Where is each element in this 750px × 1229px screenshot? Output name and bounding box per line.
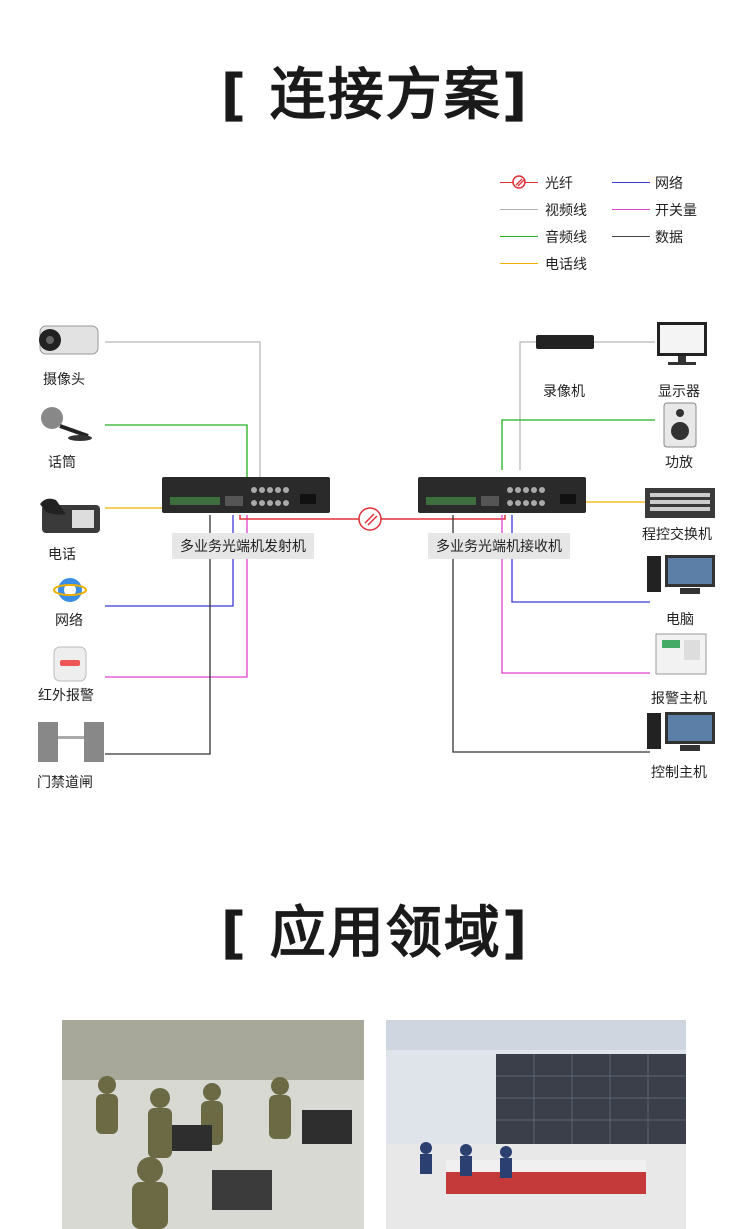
label-speaker: 功放 [665, 455, 693, 471]
label-control-host: 控制主机 [651, 765, 707, 781]
ie-icon [53, 578, 87, 602]
application-title: [ 应用领域] [220, 901, 530, 966]
receiver-device [418, 477, 586, 513]
infrared-alarm-icon [53, 646, 87, 682]
alarm-host-icon [655, 633, 707, 675]
label-microphone: 话筒 [48, 455, 76, 471]
label-network: 网络 [55, 613, 83, 629]
label-telephone: 电话 [48, 547, 76, 563]
recorder-icon [536, 335, 594, 349]
military-command-photo [62, 1020, 364, 1229]
legend-data-line [612, 236, 650, 237]
transmitter-label: 多业务光端机发射机 [172, 533, 314, 559]
label-computer: 电脑 [666, 612, 694, 628]
legend-audio-line [500, 236, 538, 237]
legend-label-switch: 开关量 [655, 203, 697, 219]
transmitter-device [162, 477, 330, 513]
legend-label-video: 视频线 [545, 203, 587, 219]
computer-icon [647, 555, 715, 594]
control-center-photo [386, 1020, 686, 1229]
legend-phone-line [500, 263, 538, 264]
label-infrared-alarm: 红外报警 [38, 688, 94, 704]
legend-label-audio: 音频线 [545, 230, 587, 246]
legend-label-network: 网络 [655, 176, 683, 192]
legend-label-fiber: 光纤 [545, 176, 573, 192]
legend-switch-line [612, 209, 650, 210]
label-camera: 摄像头 [43, 372, 85, 388]
camera-icon [39, 325, 99, 355]
label-monitor: 显示器 [658, 384, 700, 400]
receiver-label: 多业务光端机接收机 [428, 533, 570, 559]
legend-label-phone: 电话线 [545, 257, 587, 273]
microphone-icon [41, 407, 92, 441]
connection-title: [ 连接方案] [220, 63, 530, 128]
telephone-icon [40, 498, 100, 533]
legend-label-data: 数据 [655, 230, 683, 246]
legend-network-line [612, 182, 650, 183]
label-switchboard: 程控交换机 [642, 527, 712, 543]
label-turnstile: 门禁道闸 [37, 775, 93, 791]
control-host-icon [647, 712, 715, 751]
label-recorder: 录像机 [543, 384, 585, 400]
label-alarm-host: 报警主机 [651, 691, 707, 707]
legend-video-line [500, 209, 538, 210]
switchboard-icon [645, 488, 715, 518]
speaker-icon [663, 402, 697, 448]
turnstile-icon [38, 722, 104, 762]
monitor-icon [657, 322, 707, 365]
